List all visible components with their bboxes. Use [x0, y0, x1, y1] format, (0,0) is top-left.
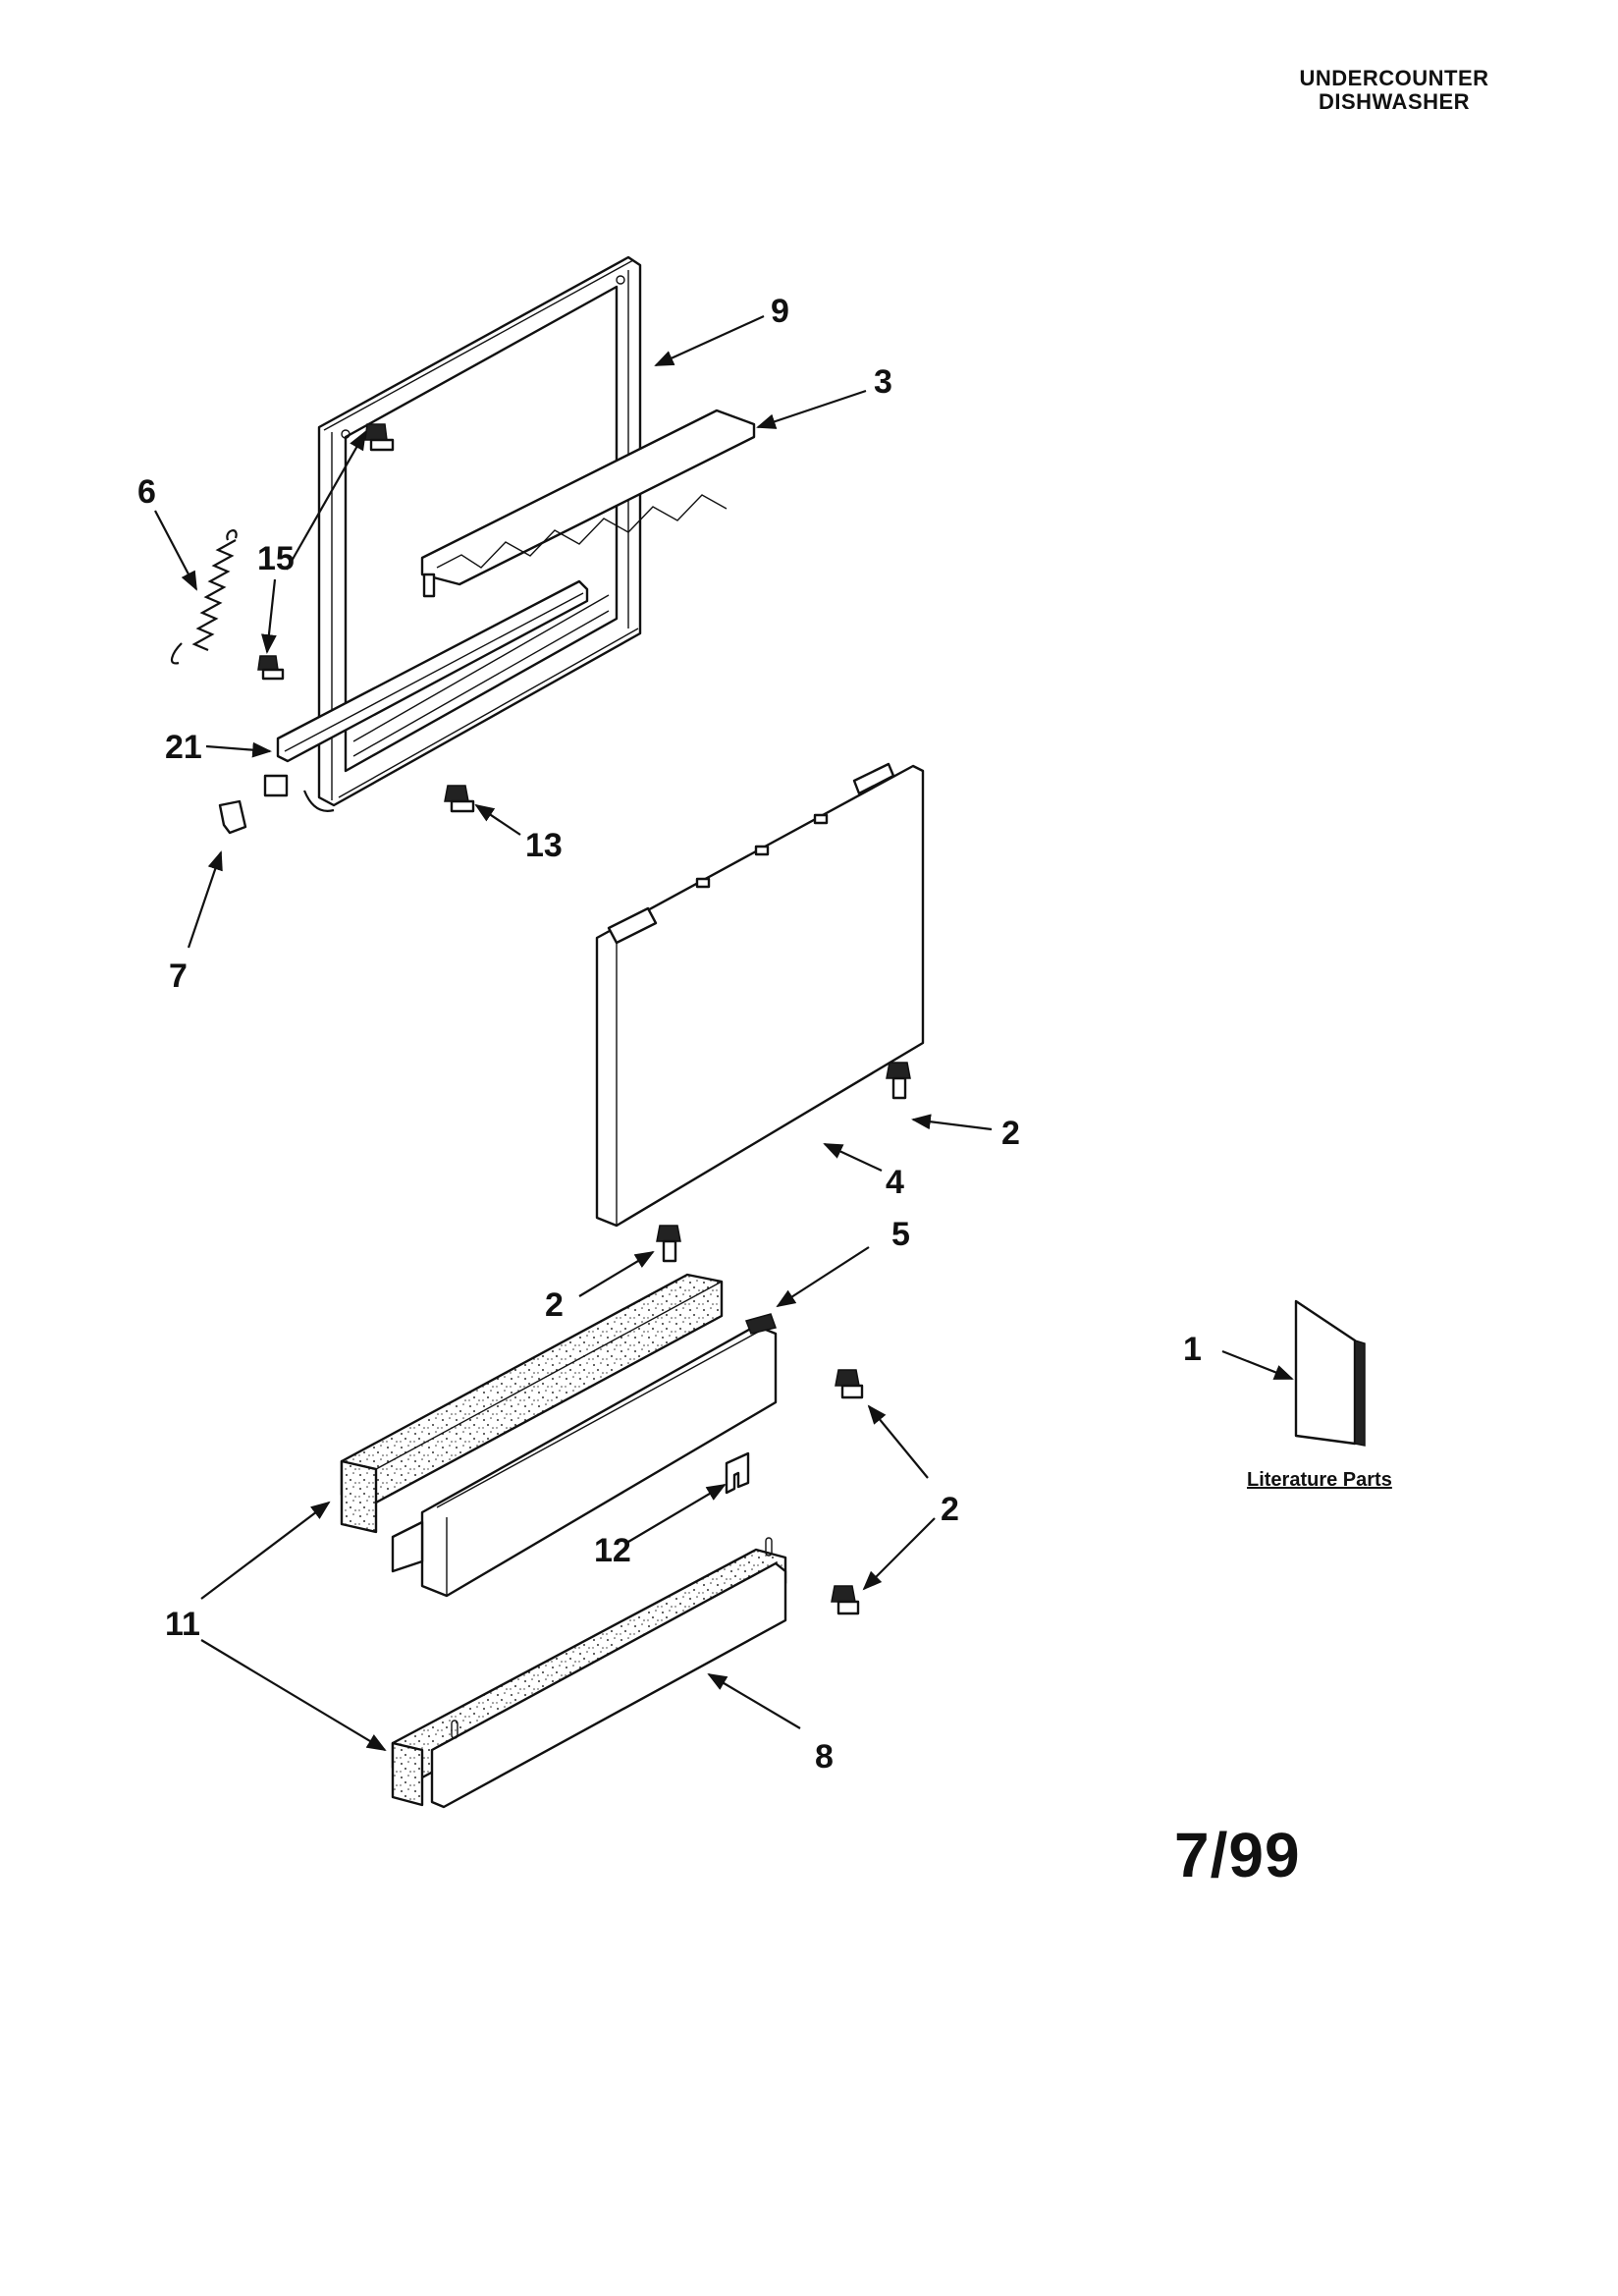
callout-9: 9 — [771, 293, 789, 330]
insulation-block-upper-part-11 — [340, 1273, 724, 1534]
screw-part-13 — [444, 785, 475, 813]
header-line1: UNDERCOUNTER — [1299, 66, 1489, 90]
leader-lines — [154, 314, 1294, 1752]
clip-part-7 — [218, 799, 247, 835]
callout-15: 15 — [257, 540, 295, 577]
rail-bracket-part-3 — [420, 409, 756, 598]
callout-1: 1 — [1183, 1331, 1202, 1368]
callout-2-b: 2 — [545, 1286, 564, 1324]
screw-part-15-b — [257, 655, 285, 681]
kickplate-lower-part-8 — [391, 1537, 787, 1809]
bottom-channel-part-21 — [263, 579, 589, 812]
literature-booklet-part-1 — [1294, 1299, 1366, 1447]
callout-11: 11 — [165, 1606, 200, 1643]
callout-6: 6 — [137, 473, 156, 511]
callout-3: 3 — [874, 363, 892, 401]
callout-2-c: 2 — [941, 1491, 959, 1528]
screw-part-2-d — [831, 1585, 860, 1615]
literature-parts-label: Literature Parts — [1247, 1469, 1392, 1491]
callout-21: 21 — [165, 729, 202, 766]
spring-part-6 — [170, 529, 238, 665]
header-line2: DISHWASHER — [1318, 89, 1471, 114]
screw-part-2-a — [886, 1062, 911, 1100]
callout-7: 7 — [169, 957, 188, 995]
screw-part-15-a — [364, 423, 395, 452]
kickplate-bracket-part-5 — [391, 1313, 778, 1598]
outer-door-panel-part-4 — [595, 762, 925, 1228]
diagram-header: UNDERCOUNTER DISHWASHER — [1267, 67, 1522, 114]
clip-part-12 — [725, 1451, 750, 1495]
callout-2-a: 2 — [1001, 1115, 1020, 1152]
callout-8: 8 — [815, 1738, 834, 1776]
callout-5: 5 — [891, 1216, 910, 1253]
date-code: 7/99 — [1174, 1820, 1301, 1890]
callout-13: 13 — [525, 827, 563, 864]
screw-part-2-b — [656, 1225, 681, 1263]
callout-4: 4 — [886, 1164, 904, 1201]
screw-part-2-c — [835, 1369, 864, 1399]
callout-12: 12 — [594, 1532, 631, 1569]
